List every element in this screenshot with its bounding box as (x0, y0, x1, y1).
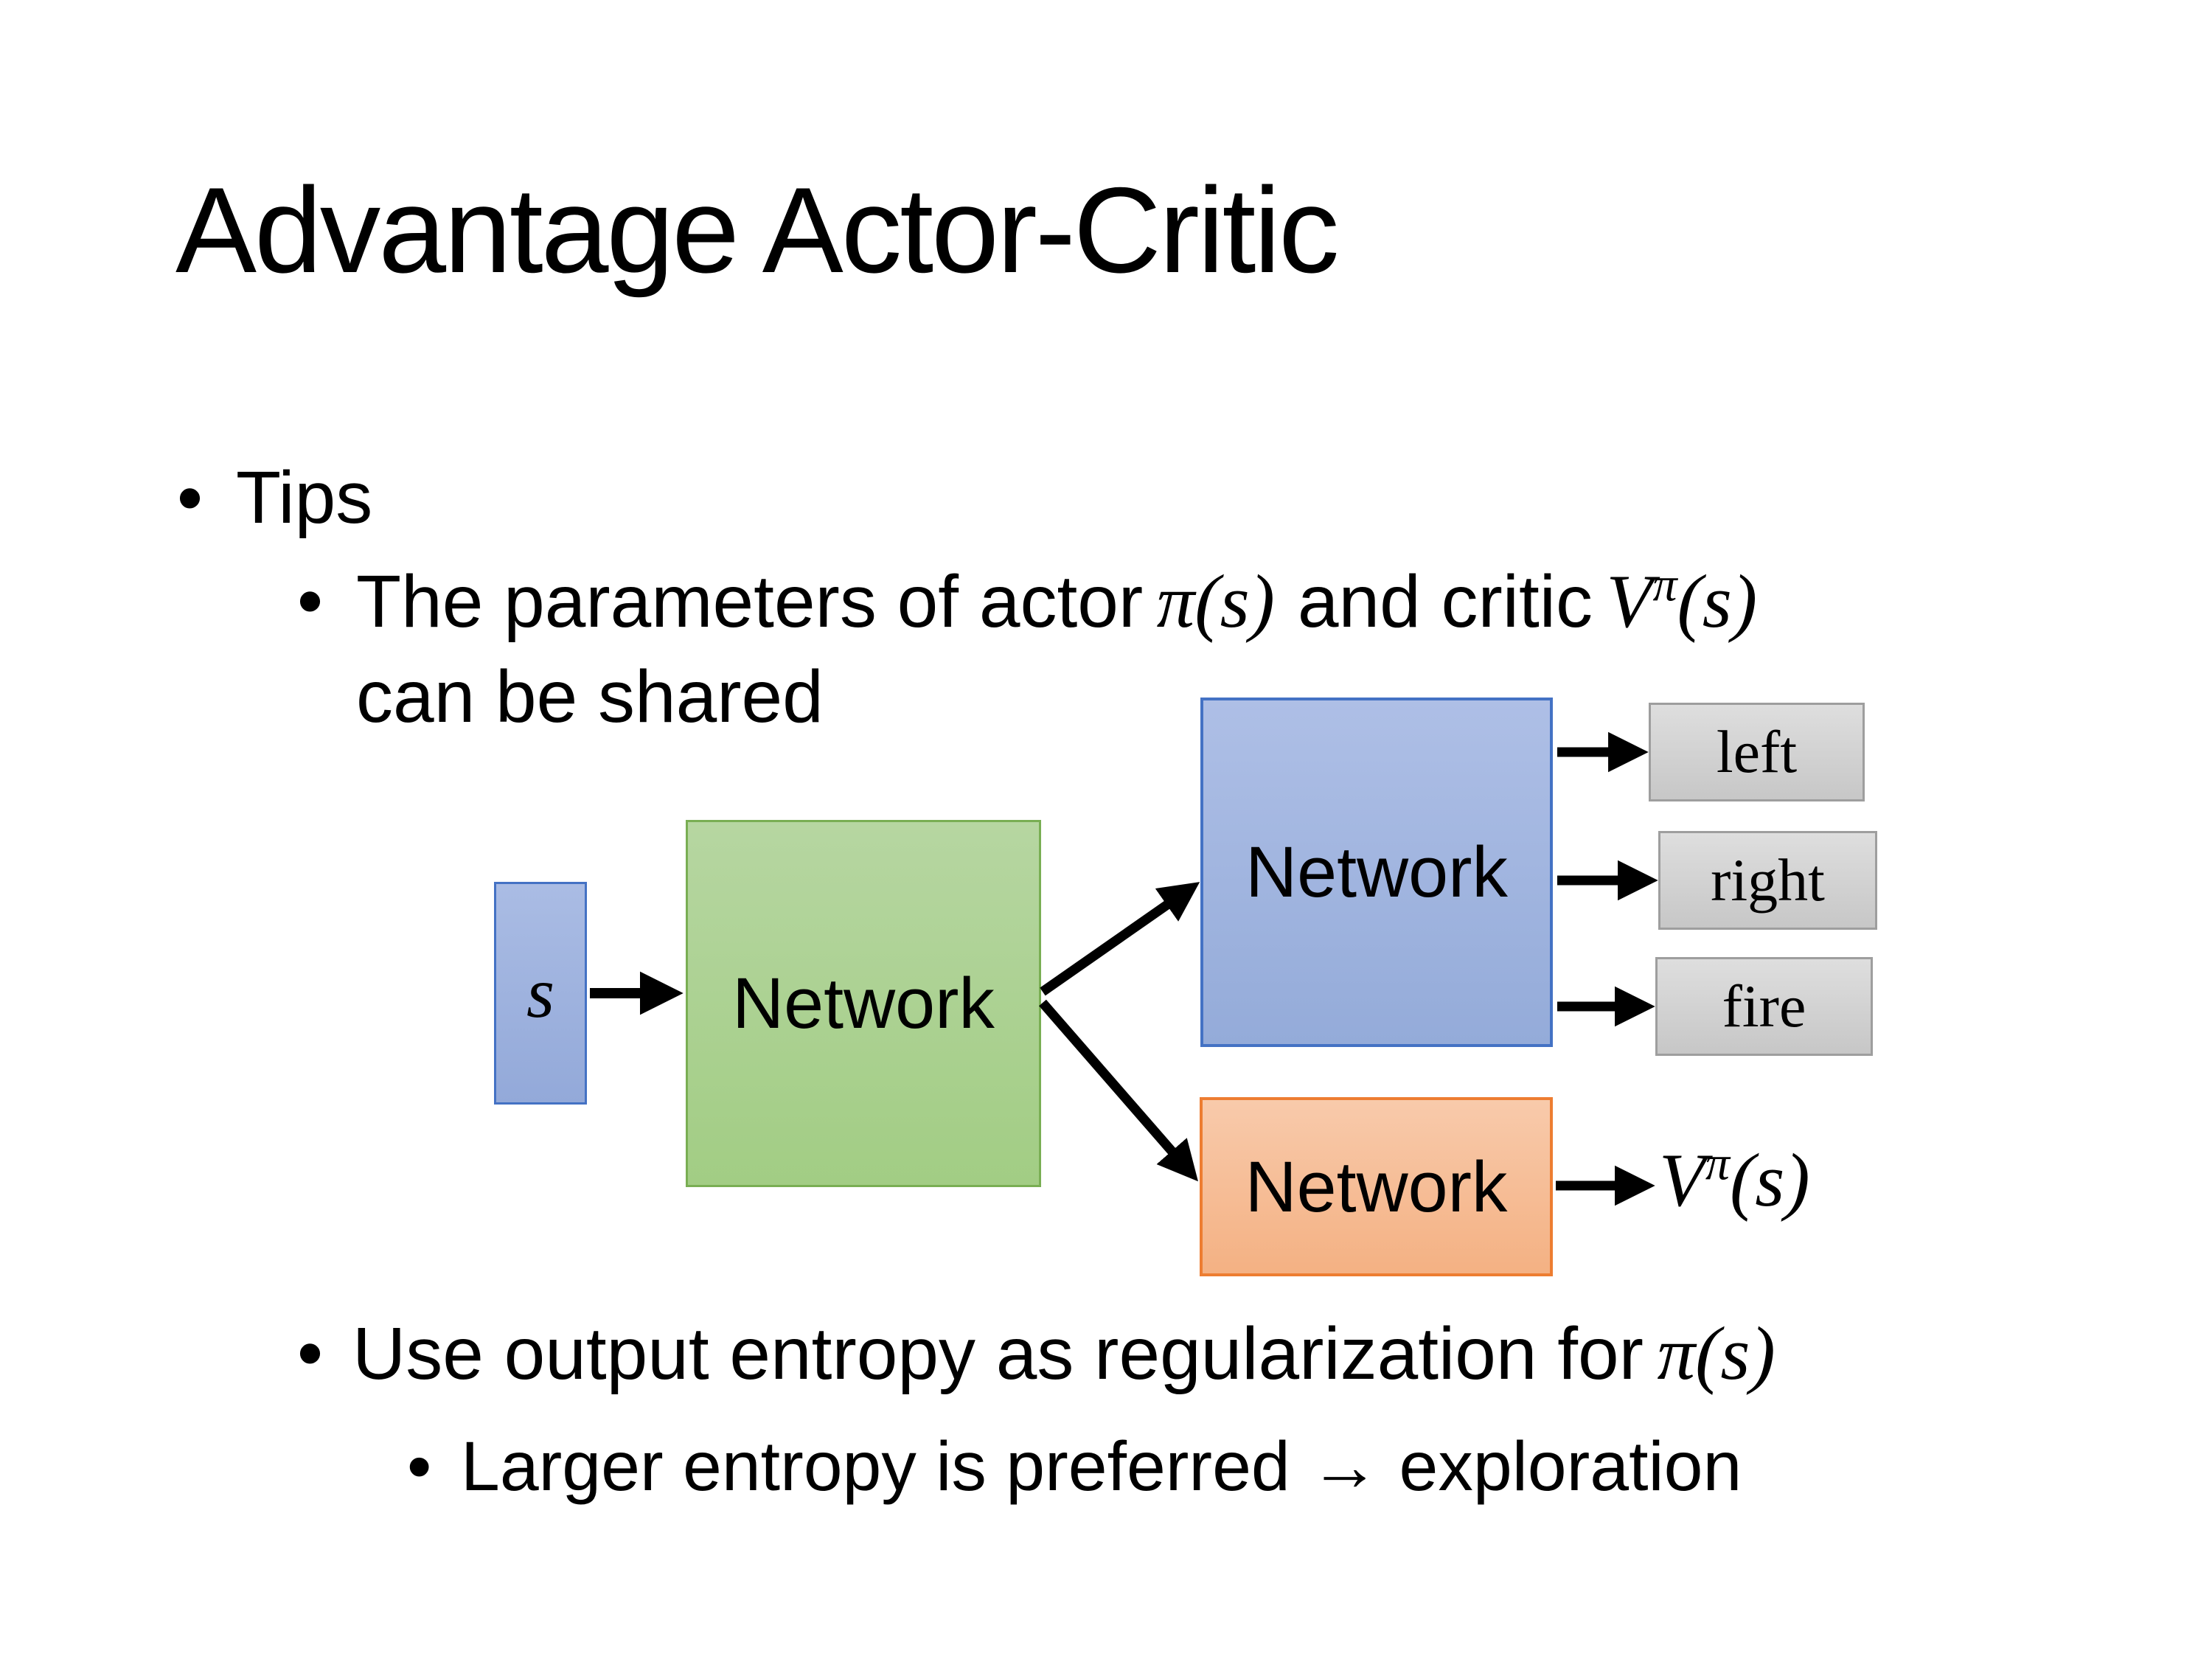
shared-network-box: Network (686, 820, 1041, 1187)
bullet-dot-icon: • (177, 456, 204, 539)
state-box: s (494, 882, 587, 1105)
actor-network-label: Network (1245, 832, 1508, 912)
larger-entropy-label: Larger entropy is preferred → exploratio… (461, 1427, 1742, 1506)
critic-network-label: Network (1245, 1146, 1508, 1227)
page-title: Advantage Actor-Critic (175, 162, 1340, 298)
bullet-tips-label: Tips (236, 456, 373, 539)
actor-network-box: Network (1200, 698, 1553, 1047)
state-label: s (526, 953, 555, 1033)
actor-pi-math: π(s) (1156, 560, 1275, 644)
entropy-text-pre: Use output entropy as regularization for (352, 1312, 1644, 1395)
bullet-entropy: • Use output entropy as regularization fo… (297, 1307, 1775, 1402)
critic-v-args: (s) (1677, 560, 1758, 644)
critic-output-value: Vπ(s) (1659, 1137, 1810, 1224)
action-left-label: left (1716, 718, 1798, 785)
critic-output-args: (s) (1729, 1138, 1810, 1222)
critic-output-sup: π (1705, 1136, 1730, 1191)
shared-params-line2: can be shared (356, 655, 824, 738)
bullet-larger-entropy: • Larger entropy is preferred → explorati… (407, 1423, 1742, 1512)
entropy-pi-math: π(s) (1657, 1312, 1775, 1396)
bullet-dot-icon: • (407, 1427, 432, 1506)
critic-v: V (1606, 560, 1653, 644)
params-text-pre: The parameters of actor (356, 560, 1144, 643)
bullet-dot-icon: • (297, 560, 324, 642)
critic-network-box: Network (1200, 1097, 1553, 1276)
bullet-tips: • Tips (177, 451, 372, 544)
arrow-shared-to-actor (1040, 882, 1200, 996)
action-fire-label: fire (1722, 973, 1806, 1040)
action-box-fire: fire (1655, 957, 1873, 1056)
shared-network-label: Network (732, 963, 995, 1043)
bullet-dot-icon: • (297, 1312, 324, 1394)
params-text-mid: and critic (1297, 560, 1593, 643)
action-right-label: right (1711, 846, 1825, 914)
arrow-shared-to-critic (1039, 999, 1198, 1182)
critic-v-sup: π (1652, 557, 1677, 612)
critic-output-v: V (1659, 1138, 1705, 1222)
action-box-right: right (1658, 831, 1877, 930)
action-box-left: left (1649, 703, 1865, 801)
critic-v-math: Vπ(s) (1607, 560, 1758, 644)
